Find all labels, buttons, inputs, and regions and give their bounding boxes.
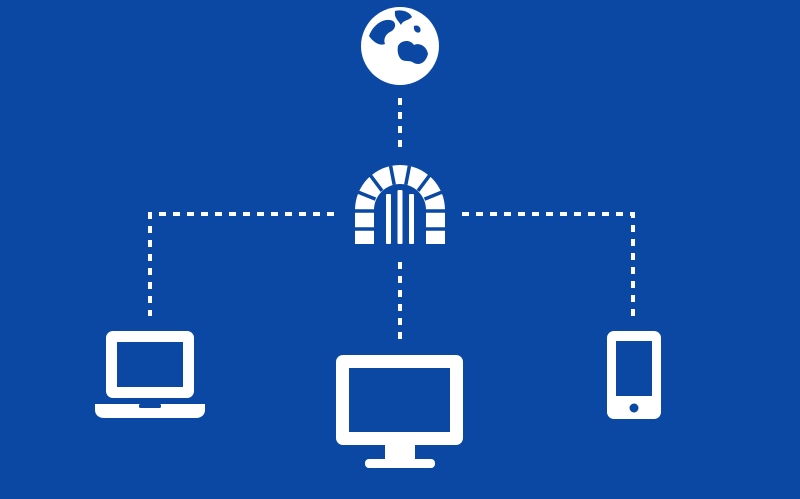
connector-gateway-laptop — [148, 212, 334, 316]
gateway-arch-icon — [355, 165, 445, 244]
smartphone-icon — [607, 331, 661, 419]
globe-icon — [361, 7, 439, 85]
connector-gateway-phone — [462, 212, 635, 316]
desktop-monitor-icon — [336, 355, 463, 468]
connectors — [148, 98, 635, 342]
laptop-icon — [95, 331, 205, 418]
